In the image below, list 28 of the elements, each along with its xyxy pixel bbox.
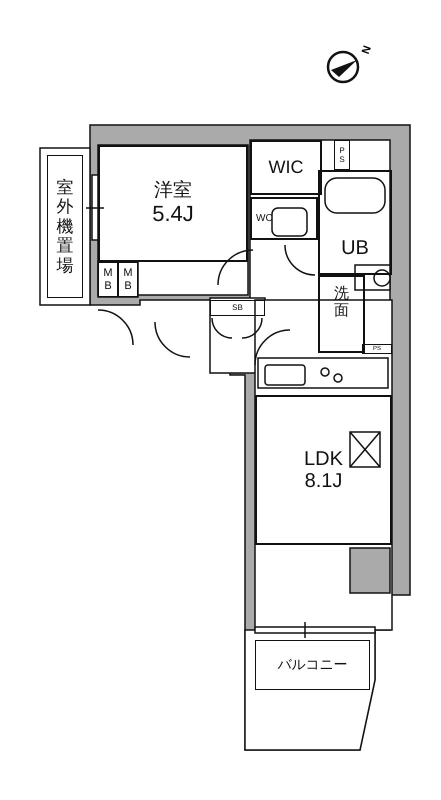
- room-name: SB: [232, 304, 243, 312]
- washroom-area: [318, 275, 365, 353]
- room-name: WIC: [268, 158, 304, 178]
- toilet-room: [250, 197, 318, 240]
- shoe-box: [210, 300, 265, 316]
- room-name: MB: [102, 266, 114, 292]
- room-name: 洗面: [334, 285, 350, 320]
- closet-area: [250, 140, 322, 195]
- room-name: UB: [341, 236, 369, 258]
- room-name: LDK: [304, 448, 343, 470]
- area-size: 5.4J: [152, 202, 194, 226]
- room-name: WC: [256, 213, 273, 224]
- room-name: 室外機置場: [56, 178, 74, 276]
- bathroom-area: [318, 170, 392, 275]
- north-label: N: [360, 44, 374, 56]
- shaft-area: [334, 140, 350, 170]
- area-size: 8.1J: [304, 470, 342, 492]
- room-name: 洋室: [154, 180, 192, 202]
- room-area: [98, 145, 248, 262]
- outdoor-unit-area: [47, 155, 83, 298]
- room-name: バルコニー: [278, 657, 348, 673]
- meter-box: [98, 262, 118, 297]
- living-room-area: [255, 395, 392, 545]
- room-name: PS: [338, 146, 346, 164]
- balcony-area: [255, 640, 370, 690]
- room-name: MB: [122, 266, 134, 292]
- meter-box: [118, 262, 138, 297]
- shaft-area: [362, 344, 392, 354]
